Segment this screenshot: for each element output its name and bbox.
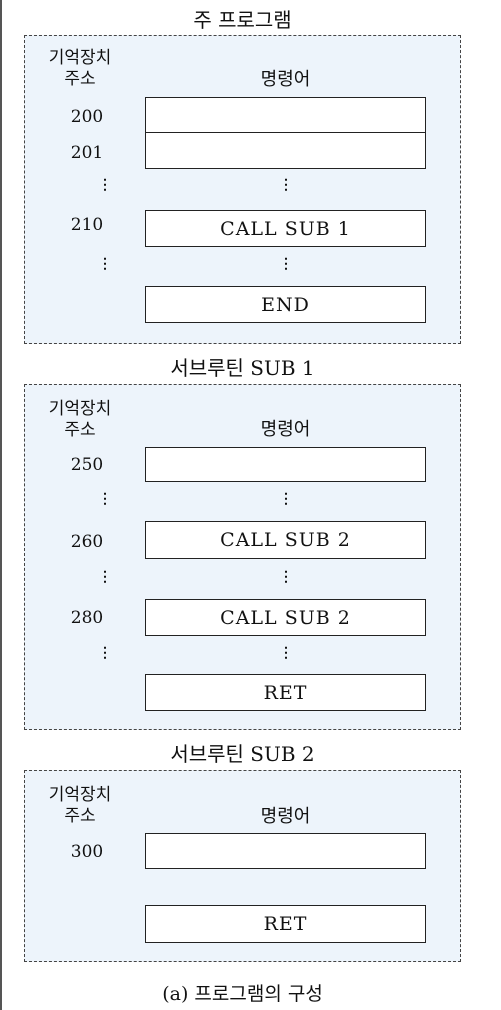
figure-caption: (a) 프로그램의 구성 bbox=[162, 983, 323, 1005]
sub1-panel: 기억장치 주소 명령어 250 ⋮ ⋮ 260 CALL SUB 2 ⋮ ⋮ 2… bbox=[24, 384, 461, 730]
instruction-header: 명령어 bbox=[260, 69, 311, 90]
instruction-header: 명령어 bbox=[260, 806, 311, 827]
instruction-ellipsis: ⋮ bbox=[279, 177, 293, 193]
address-ellipsis: ⋮ bbox=[98, 177, 112, 193]
address-ellipsis: ⋮ bbox=[98, 256, 112, 272]
address-label: 250 bbox=[70, 455, 104, 475]
address-header-line2: 주소 bbox=[64, 420, 96, 440]
page-left-border bbox=[0, 0, 2, 1010]
address-label: 201 bbox=[70, 143, 104, 163]
sub2-panel: 기억장치 주소 명령어 300 RET bbox=[24, 770, 461, 962]
address-ellipsis: ⋮ bbox=[98, 569, 112, 585]
main-program-title: 주 프로그램 bbox=[193, 8, 292, 32]
instruction-cell: CALL SUB 2 bbox=[145, 599, 426, 636]
address-header-line2: 주소 bbox=[64, 806, 96, 826]
instruction-cell: CALL SUB 1 bbox=[145, 210, 426, 247]
address-label: 280 bbox=[70, 608, 104, 628]
instruction-cell bbox=[145, 132, 426, 169]
address-label: 260 bbox=[70, 532, 104, 552]
address-header-line1: 기억장치 bbox=[48, 785, 112, 805]
sub2-title: 서브루틴 SUB 2 bbox=[170, 742, 315, 766]
address-header-line1: 기억장치 bbox=[48, 399, 112, 419]
sub1-title: 서브루틴 SUB 1 bbox=[170, 356, 315, 380]
address-label: 300 bbox=[70, 842, 104, 862]
address-header-line2: 주소 bbox=[64, 69, 96, 89]
instruction-ellipsis: ⋮ bbox=[279, 569, 293, 585]
address-label: 210 bbox=[70, 215, 104, 235]
address-header-line1: 기억장치 bbox=[48, 48, 112, 68]
address-ellipsis: ⋮ bbox=[98, 645, 112, 661]
instruction-cell: END bbox=[145, 286, 426, 323]
address-ellipsis: ⋮ bbox=[98, 491, 112, 507]
instruction-cell: RET bbox=[145, 674, 426, 711]
main-program-panel: 기억장치 주소 명령어 200 201 ⋮ ⋮ 210 CALL SUB 1 ⋮… bbox=[24, 35, 461, 344]
instruction-cell: RET bbox=[145, 905, 426, 943]
instruction-cell bbox=[145, 833, 426, 869]
instruction-cell bbox=[145, 97, 426, 134]
instruction-cell: CALL SUB 2 bbox=[145, 521, 426, 559]
instruction-header: 명령어 bbox=[260, 419, 311, 440]
address-label: 200 bbox=[70, 107, 104, 127]
instruction-cell bbox=[145, 447, 426, 482]
instruction-ellipsis: ⋮ bbox=[279, 491, 293, 507]
instruction-ellipsis: ⋮ bbox=[279, 645, 293, 661]
instruction-ellipsis: ⋮ bbox=[279, 256, 293, 272]
